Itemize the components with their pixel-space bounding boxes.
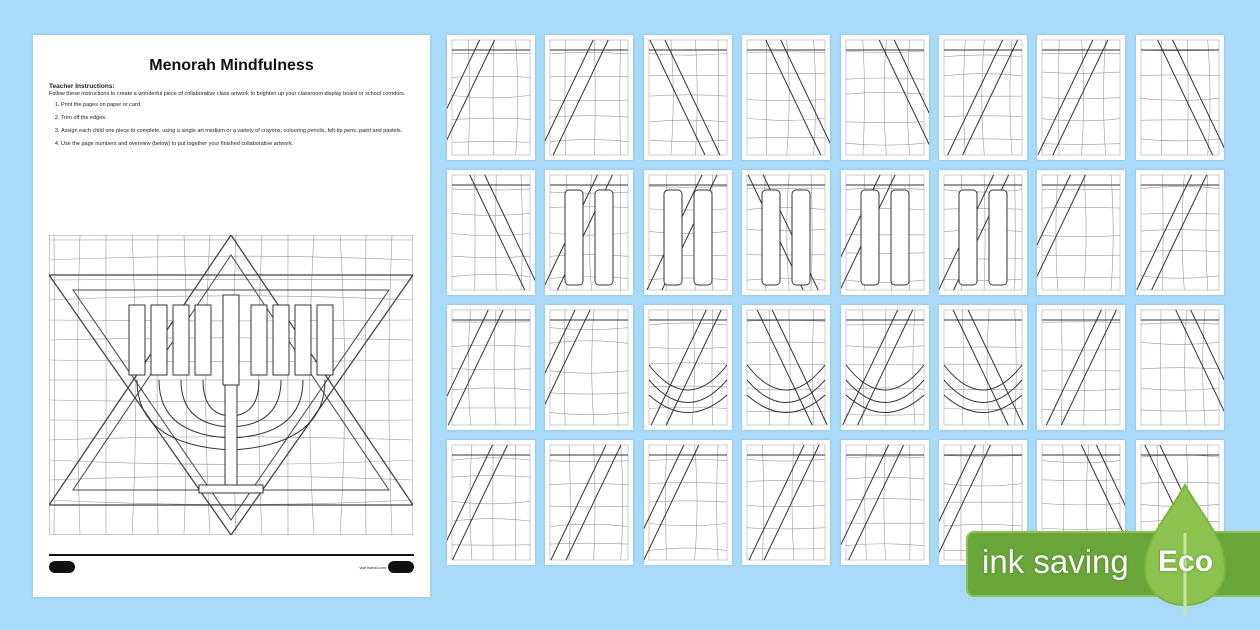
artwork-piece-tile: [1135, 305, 1224, 430]
twinkl-logo-right: [388, 561, 414, 573]
instructions-heading: Teacher Instructions:: [49, 83, 115, 90]
footer-divider: [49, 554, 414, 556]
footer-url: visit twinkl.com: [359, 565, 386, 570]
artwork-piece-tile: [1135, 35, 1224, 160]
artwork-piece-tile: [1037, 35, 1126, 160]
artwork-piece-tile: [545, 170, 634, 295]
worksheet-cover-page: Menorah Mindfulness Teacher Instructions…: [33, 35, 430, 597]
artwork-piece-tile: [840, 440, 929, 565]
teacher-instructions: Teacher Instructions: Follow these instr…: [49, 83, 409, 154]
artwork-piece-tile: [939, 305, 1027, 430]
artwork-piece-tile: [447, 170, 535, 295]
ink-saving-text: ink saving: [982, 543, 1129, 580]
artwork-piece-tile: [545, 440, 634, 565]
eco-label: Eco: [1158, 545, 1214, 578]
artwork-piece-tile: [447, 440, 535, 565]
artwork-piece-tile: [447, 305, 535, 430]
artwork-piece-tile: [742, 170, 831, 295]
artwork-piece-tile: [742, 440, 831, 565]
worksheet-title: Menorah Mindfulness: [149, 57, 314, 74]
artwork-piece-tile: [840, 35, 929, 160]
instruction-step: Print the pages on paper or card.: [61, 102, 409, 109]
twinkl-logo: [49, 561, 75, 573]
artwork-piece-tile: [643, 35, 732, 160]
artwork-piece-tile: [1135, 170, 1224, 295]
artwork-piece-tile: [840, 170, 929, 295]
artwork-piece-tile: [742, 305, 831, 430]
instruction-step: Assign each child one piece to complete,…: [61, 128, 409, 135]
artwork-piece-tile: [643, 170, 732, 295]
instruction-step: Trim off the edges.: [61, 115, 409, 122]
artwork-piece-tile: [939, 170, 1027, 295]
artwork-piece-tile: [643, 305, 732, 430]
instruction-step: Use the page numbers and overview (below…: [61, 141, 409, 148]
artwork-piece-tile: [643, 440, 732, 565]
artwork-piece-tile: [545, 35, 634, 160]
instructions-intro: Follow these instructions to create a wo…: [49, 91, 406, 97]
artwork-piece-tile: [840, 305, 929, 430]
artwork-piece-tile: [447, 35, 535, 160]
artwork-piece-tile: [939, 35, 1027, 160]
artwork-piece-tile: [1037, 170, 1126, 295]
artwork-piece-tile: [742, 35, 831, 160]
menorah-star-artwork: [49, 235, 413, 535]
leaf-icon: [1143, 483, 1227, 616]
artwork-piece-tile: [545, 305, 634, 430]
artwork-piece-tile: [1037, 305, 1126, 430]
